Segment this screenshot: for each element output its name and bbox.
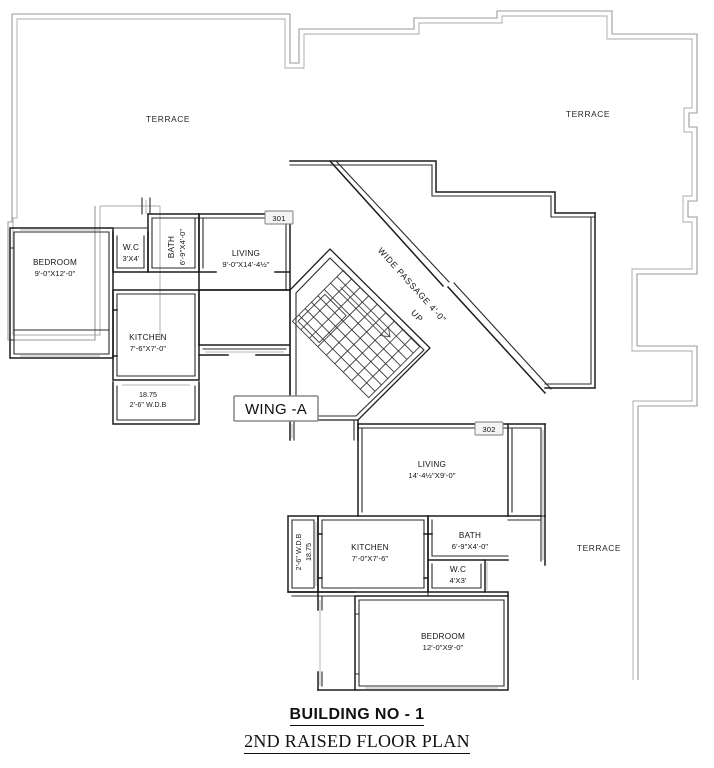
wing-label-box <box>233 395 319 422</box>
unit-badge-302-text: 302 <box>482 425 495 434</box>
drawing-title-main: BUILDING NO - 1 <box>289 706 425 727</box>
terrace-boundary <box>7 10 698 680</box>
wing-label-text: WING -A <box>245 401 307 418</box>
room-label-bedroom-302: BEDROOM <box>421 632 465 641</box>
unit-302-walls <box>287 423 546 691</box>
room-dim-bath-302: 6'-9"X4'-0" <box>452 542 489 551</box>
terrace-labels: TERRACE TERRACE TERRACE <box>146 109 621 553</box>
unit-badge-301-text: 301 <box>272 214 285 223</box>
terrace-label-2: TERRACE <box>577 543 621 553</box>
wdb-area-301: 18.75 <box>139 390 157 399</box>
room-label-wc-301: W.C <box>123 243 139 252</box>
room-dim-bedroom-302: 12'-0"X9'-0" <box>423 643 464 652</box>
room-label-living-301: LIVING <box>232 249 260 258</box>
room-dim-wc-302: 4'X3' <box>450 576 467 585</box>
room-dim-bedroom-301: 9'-0"X12'-0" <box>35 269 76 278</box>
terrace-label-0: TERRACE <box>146 114 190 124</box>
room-label-kitchen-302: KITCHEN <box>351 543 389 552</box>
unit-badge-302[interactable]: 302 <box>474 421 504 436</box>
room-dim-bath-301: 6'-9"X4'-0" <box>178 229 187 266</box>
unit-badge-301[interactable]: 301 <box>264 210 294 225</box>
stair-core <box>289 159 596 441</box>
wdb-size-302: 2'-6" W.D.B <box>294 533 303 570</box>
wing-label: WING -A <box>233 395 319 422</box>
room-label-bath-302: BATH <box>459 531 481 540</box>
room-dim-living-301: 9'-0"X14'-4½" <box>222 260 269 269</box>
room-label-wc-302: W.C <box>450 565 466 574</box>
room-label-living-302: LIVING <box>418 460 446 469</box>
unit-302-labels: LIVING 14'-4½"X9'-0" BATH 6'-9"X4'-0" W.… <box>294 460 488 652</box>
unit-badges: 301 302 <box>264 210 504 436</box>
room-dim-living-302: 14'-4½"X9'-0" <box>408 471 455 480</box>
wdb-area-302: 18.75 <box>304 543 313 561</box>
drawing-title-sub: 2ND RAISED FLOOR PLAN <box>244 731 470 755</box>
up-direction-label: UP <box>409 308 425 325</box>
room-dim-wc-301: 3'X4' <box>123 254 140 263</box>
room-dim-kitchen-302: 7'-0"X7'-6" <box>352 554 389 563</box>
unit-301-labels: BEDROOM 9'-0"X12'-0" W.C 3'X4' BATH 6'-9… <box>33 229 270 409</box>
room-label-kitchen-301: KITCHEN <box>129 333 167 342</box>
terrace-label-1: TERRACE <box>566 109 610 119</box>
room-label-bedroom-301: BEDROOM <box>33 258 77 267</box>
room-label-bath-301: BATH <box>167 236 176 258</box>
title-block: BUILDING NO - 1 2ND RAISED FLOOR PLAN <box>0 706 714 755</box>
unit-301-walls <box>9 197 291 425</box>
room-dim-kitchen-301: 7'-6"X7'-0" <box>130 344 167 353</box>
wdb-size-301: 2'-6" W.D.B <box>130 400 167 409</box>
